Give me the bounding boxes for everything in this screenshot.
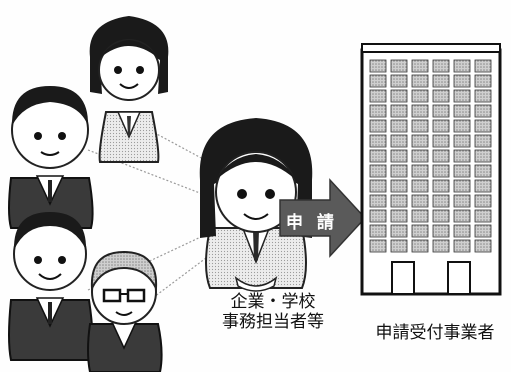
building-window	[453, 149, 471, 163]
building-window	[369, 164, 387, 178]
building-window	[369, 209, 387, 223]
building-window	[474, 209, 492, 223]
building-window	[411, 209, 429, 223]
building-window	[453, 224, 471, 238]
company-caption: 申請受付事業者	[375, 323, 495, 343]
building-window	[390, 149, 408, 163]
building-window	[369, 149, 387, 163]
building-window	[474, 119, 492, 133]
building-window	[453, 209, 471, 223]
building-window	[432, 179, 450, 193]
building-window	[474, 239, 492, 253]
building-window	[453, 119, 471, 133]
building-window	[369, 179, 387, 193]
building-window	[453, 239, 471, 253]
admin-caption: 企業・学校 事務担当者等	[208, 292, 338, 332]
building-window	[432, 209, 450, 223]
building-window	[390, 119, 408, 133]
building-window	[453, 59, 471, 73]
building-window	[390, 104, 408, 118]
building-window	[432, 194, 450, 208]
building-window	[432, 134, 450, 148]
building-window	[474, 224, 492, 238]
building-window	[474, 134, 492, 148]
building-window	[369, 119, 387, 133]
building-window	[474, 149, 492, 163]
building-window	[474, 59, 492, 73]
building-window	[411, 239, 429, 253]
building-window	[369, 224, 387, 238]
arrow-label: 申 請	[286, 213, 338, 233]
building-window	[432, 104, 450, 118]
building-window	[369, 74, 387, 88]
building-window	[432, 239, 450, 253]
person-man-upper-left-icon	[8, 86, 94, 229]
building-window	[369, 134, 387, 148]
building-window	[390, 59, 408, 73]
building-window	[390, 74, 408, 88]
building-window	[411, 74, 429, 88]
building-window	[411, 179, 429, 193]
building-window	[369, 239, 387, 253]
building-window	[411, 164, 429, 178]
building-window	[474, 104, 492, 118]
building-window	[411, 149, 429, 163]
building-window	[432, 59, 450, 73]
building-window	[390, 134, 408, 148]
building-window	[411, 89, 429, 103]
building-window	[390, 194, 408, 208]
building-window	[453, 74, 471, 88]
building-window	[390, 179, 408, 193]
person-woman-top-icon	[89, 16, 169, 163]
building-window	[432, 224, 450, 238]
building-window	[411, 134, 429, 148]
building-window	[432, 74, 450, 88]
building-window	[474, 164, 492, 178]
building-window	[474, 179, 492, 193]
person-admin-icon	[199, 118, 313, 292]
building-window	[474, 89, 492, 103]
building-window	[432, 119, 450, 133]
admin-caption-line1: 企業・学校	[230, 292, 316, 312]
building-window	[390, 89, 408, 103]
person-man-glasses-icon	[87, 250, 163, 372]
admin-caption-line2: 事務担当者等	[222, 312, 324, 332]
building-window	[369, 194, 387, 208]
building-window	[369, 89, 387, 103]
building-window	[369, 104, 387, 118]
building-window	[453, 164, 471, 178]
building-window	[474, 74, 492, 88]
building-window	[411, 194, 429, 208]
building-window	[453, 194, 471, 208]
building-window	[453, 89, 471, 103]
person-man-lower-left-icon	[8, 212, 94, 361]
building-window	[411, 104, 429, 118]
building-window	[474, 194, 492, 208]
link-line-bottom	[149, 254, 211, 301]
building-window-grid	[369, 59, 492, 253]
building-window	[390, 209, 408, 223]
building-window	[453, 179, 471, 193]
building-window	[411, 119, 429, 133]
building-window	[432, 149, 450, 163]
building-window	[369, 59, 387, 73]
office-building-icon	[360, 43, 502, 296]
building-window	[453, 134, 471, 148]
building-window	[432, 89, 450, 103]
building-window	[390, 164, 408, 178]
building-window	[453, 104, 471, 118]
arrow-right-icon	[279, 178, 367, 258]
building-window	[411, 59, 429, 73]
building-window	[432, 164, 450, 178]
building-window	[411, 224, 429, 238]
building-window	[390, 239, 408, 253]
building-window	[390, 224, 408, 238]
